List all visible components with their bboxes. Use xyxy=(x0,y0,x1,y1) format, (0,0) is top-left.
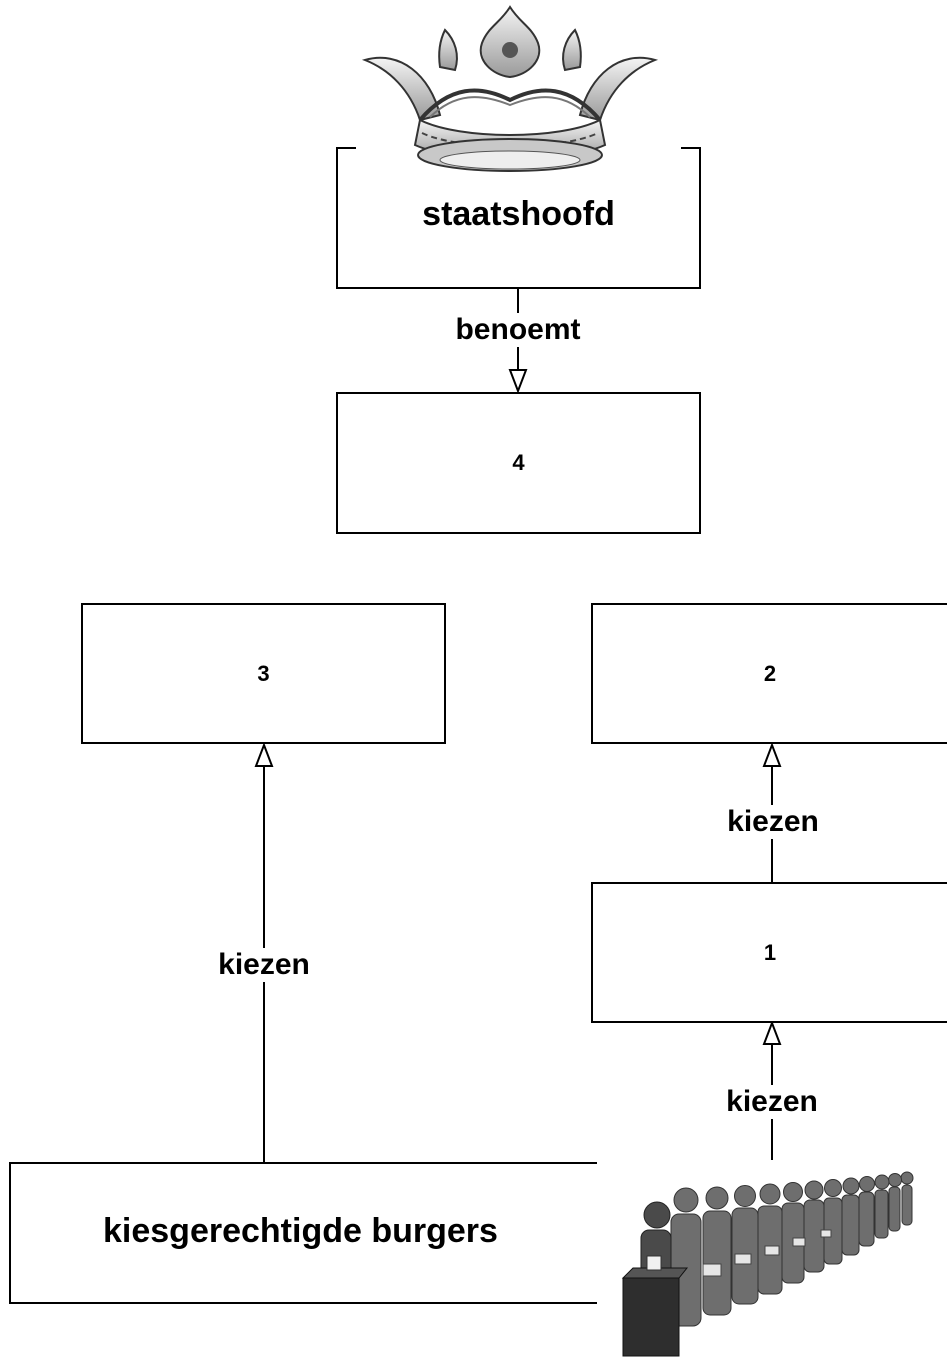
edge-label-elect-top-right: kiezen xyxy=(706,805,840,839)
arrowhead-up xyxy=(762,1020,782,1045)
edge-label-appoints: benoemt xyxy=(440,313,596,347)
node-label-3: 3 xyxy=(257,660,270,686)
crown-icon xyxy=(361,5,659,172)
node-box-2: 2 xyxy=(591,603,947,744)
node-box-3: 3 xyxy=(81,603,446,744)
node-box-4: 4 xyxy=(336,392,701,534)
voters-queue-icon xyxy=(597,1160,927,1360)
head-of-state-label: staatshoofd xyxy=(422,195,615,233)
node-label-4: 4 xyxy=(512,450,525,475)
head-of-state-box: staatshoofd xyxy=(336,147,701,289)
citizens-label: kiesgerechtigde burgers xyxy=(103,1212,498,1250)
edge-label-elect-left: kiezen xyxy=(197,948,331,982)
edge-label-elect-bottom-right: kiezen xyxy=(705,1085,839,1119)
node-box-1: 1 xyxy=(591,882,947,1023)
node-label-2: 2 xyxy=(763,660,777,686)
arrowhead-up xyxy=(762,742,782,767)
node-label-1: 1 xyxy=(763,939,777,965)
arrowhead-up xyxy=(254,742,274,767)
arrowhead-down xyxy=(508,369,528,394)
